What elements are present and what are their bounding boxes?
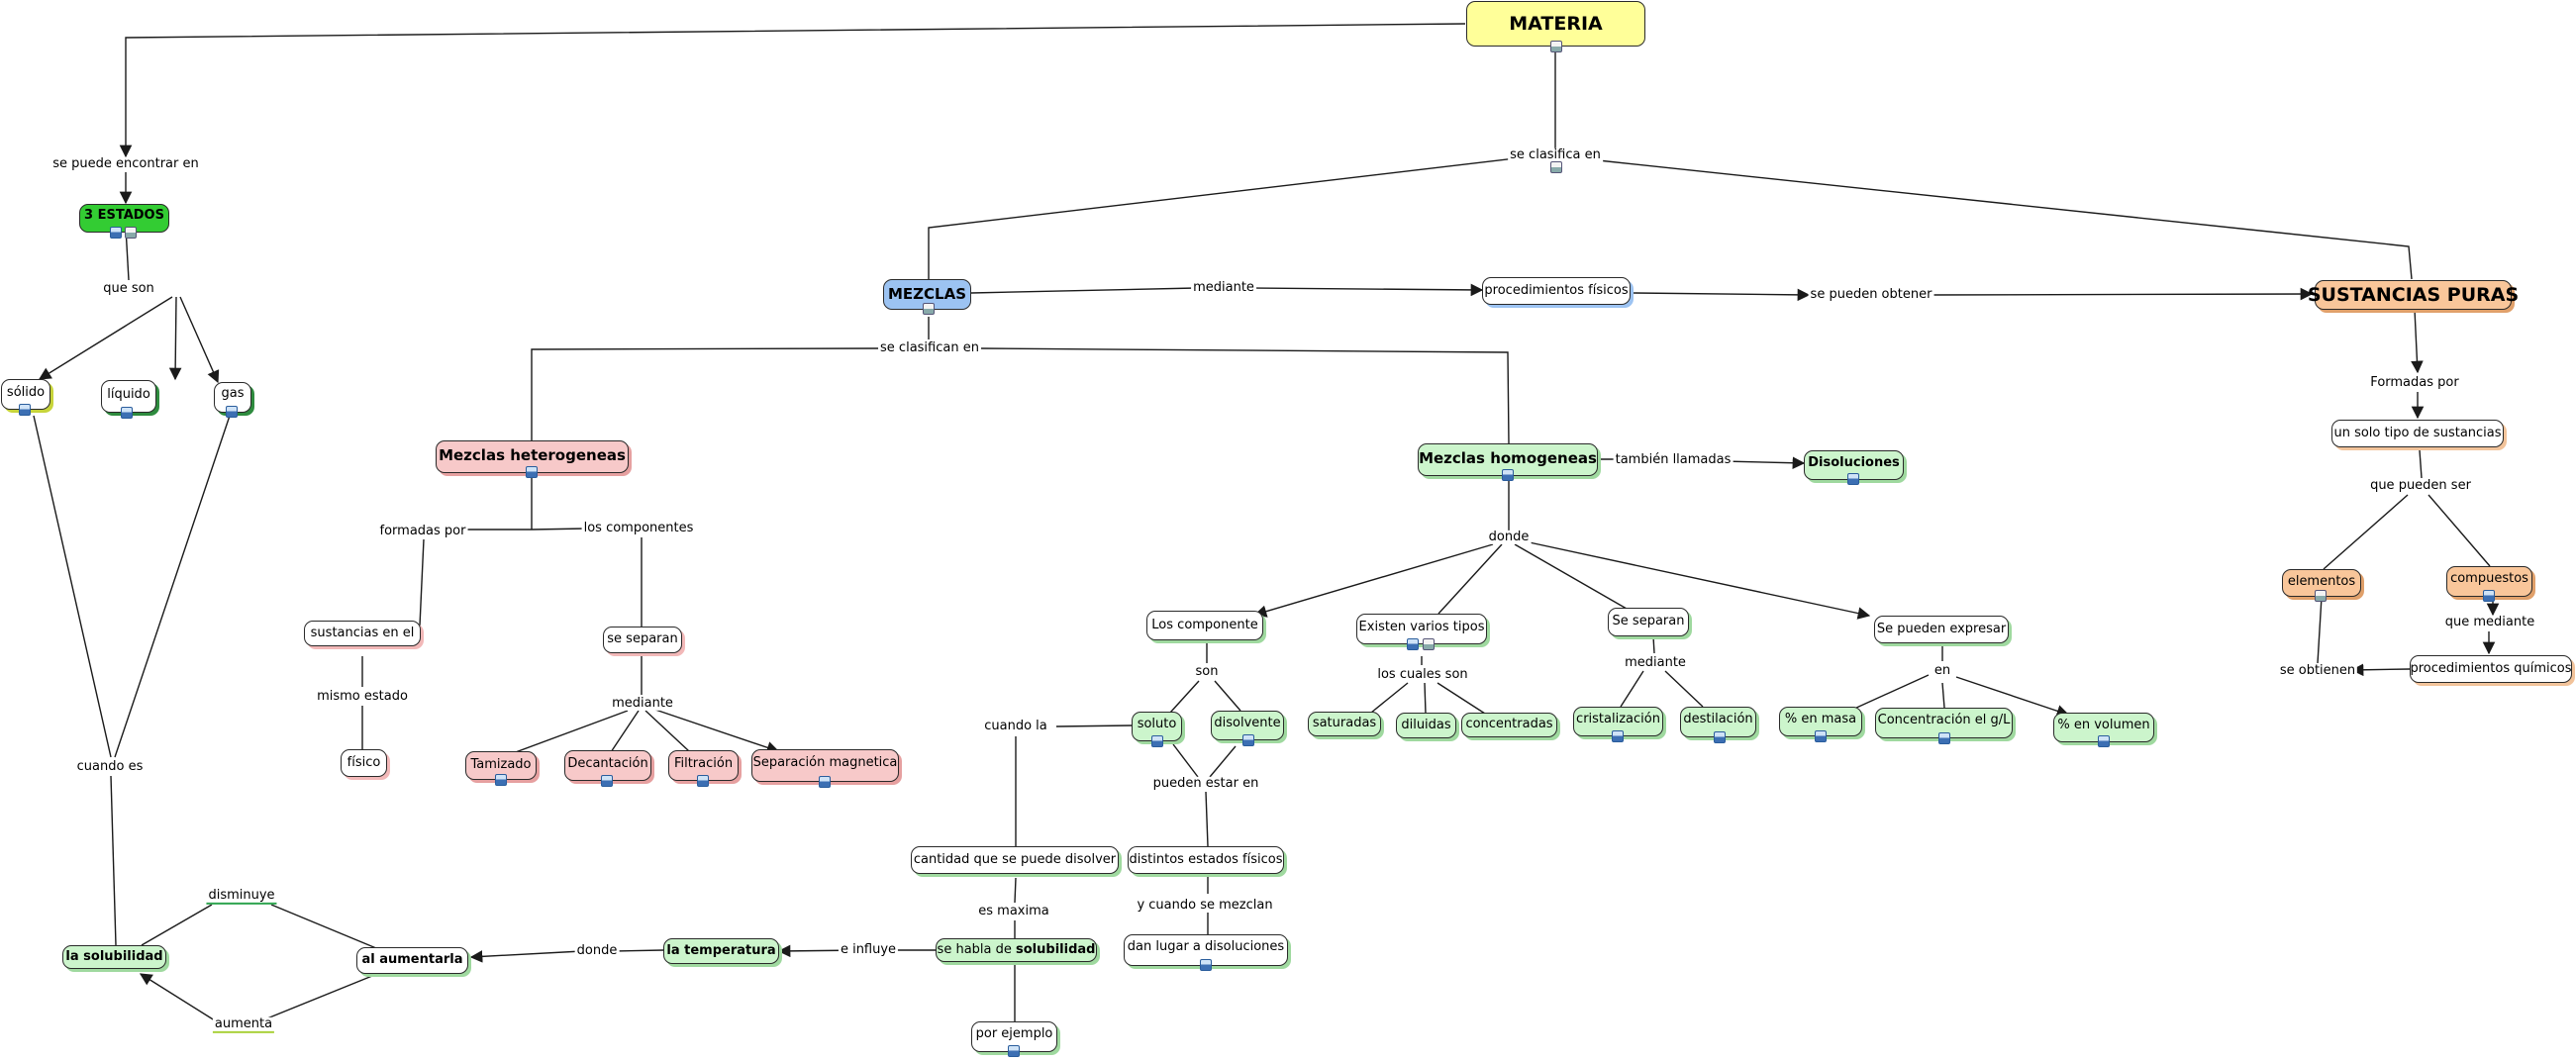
node-fisico[interactable]: físico [341, 749, 387, 777]
node-los-componente[interactable]: Los componente [1146, 611, 1263, 640]
separacion-image-icon[interactable] [819, 776, 831, 788]
node-mezclas-homogeneas[interactable]: Mezclas homogeneas [1418, 443, 1598, 476]
node-cristalizacion[interactable]: cristalización [1573, 707, 1663, 736]
phrase-disminuye: disminuye [206, 888, 277, 906]
node-al-aumentarla[interactable]: al aumentarla [356, 947, 468, 974]
phrase-mediante-hom: mediante [1623, 654, 1688, 671]
pct-volumen-image-icon[interactable] [2098, 735, 2110, 747]
node-materia[interactable]: MATERIA [1466, 1, 1645, 47]
phrase-en: en [1932, 662, 1953, 679]
node-se-pueden-expresar[interactable]: Se pueden expresar [1874, 616, 2009, 643]
phrase-donde-hom: donde [1486, 529, 1532, 545]
phrase-se-clasifica-en: se clasifica en [1508, 146, 1603, 163]
phrase-mediante-mezclas: mediante [1191, 279, 1256, 296]
phrase-es-maxima: es maxima [976, 903, 1051, 919]
phrase-los-cuales-son: los cuales son [1375, 666, 1470, 683]
phrase-cuando-la: cuando la [982, 718, 1049, 734]
concentracion-image-icon[interactable] [1938, 732, 1950, 744]
node-3-estados[interactable]: 3 ESTADOS [79, 204, 169, 233]
phrase-mediante-het: mediante [610, 695, 675, 712]
disolvente-image-icon[interactable] [1242, 734, 1254, 746]
node-cantidad-que-se-puede-disolver[interactable]: cantidad que se puede disolver [911, 846, 1119, 874]
node-existen-varios-tipos[interactable]: Existen varios tipos [1356, 614, 1487, 644]
node-la-solubilidad[interactable]: la solubilidad [62, 945, 166, 969]
node-un-solo-tipo[interactable]: un solo tipo de sustancias [2331, 420, 2504, 447]
link-materia-puede-encontrar [119, 23, 1466, 158]
heterogeneas-image-icon[interactable] [526, 466, 538, 478]
por-ejemplo-image-icon[interactable] [1008, 1045, 1020, 1057]
homogeneas-image-icon[interactable] [1502, 469, 1514, 481]
phrase-aumenta: aumenta [212, 1016, 275, 1034]
phrase-y-cuando-se-mezclan: y cuando se mezclan [1135, 897, 1275, 914]
node-se-habla-de-solubilidad[interactable]: se habla de solubilidad [936, 938, 1097, 962]
node-sustancias-puras[interactable]: SUSTANCIAS PURAS [2308, 280, 2519, 310]
decantacion-image-icon[interactable] [601, 775, 613, 787]
soluto-image-icon[interactable] [1151, 735, 1163, 747]
phrase-que-pueden-ser: que pueden ser [2368, 477, 2473, 494]
gas-image-icon[interactable] [226, 406, 238, 418]
liquido-image-icon[interactable] [121, 407, 133, 419]
cristalizacion-image-icon[interactable] [1612, 730, 1624, 742]
phrase-e-influye: e influye [838, 941, 899, 958]
node-elementos[interactable]: elementos [2282, 569, 2361, 597]
se-habla-de-label: se habla de [937, 941, 1017, 957]
node-distintos-estados-fisicos[interactable]: distintos estados físicos [1128, 846, 1284, 874]
phrase-se-obtienen: se obtienen [2277, 662, 2358, 679]
node-saturadas[interactable]: saturadas [1308, 712, 1381, 736]
elementos-doc-icon[interactable] [2315, 590, 2327, 602]
node-se-separan-hom[interactable]: Se separan [1608, 608, 1689, 636]
existen-image-icon[interactable] [1407, 638, 1419, 650]
estados-doc-icon[interactable] [125, 227, 137, 239]
node-se-separan-het[interactable]: se separan [603, 627, 682, 653]
phrase-pueden-estar-en: pueden estar en [1150, 775, 1261, 792]
phrase-tambien-llamadas: también llamadas [1613, 451, 1734, 468]
dan-lugar-image-icon[interactable] [1200, 959, 1212, 971]
tamizado-image-icon[interactable] [495, 774, 507, 786]
filtracion-image-icon[interactable] [697, 775, 709, 787]
node-concentradas[interactable]: concentradas [1461, 713, 1557, 737]
phrase-se-pueden-obtener: se pueden obtener [1808, 286, 1934, 303]
phrase-formadas-por-het: formadas por [377, 523, 468, 539]
solido-image-icon[interactable] [19, 404, 31, 416]
phrase-los-componentes: los componentes [581, 520, 696, 536]
existen-doc-icon[interactable] [1423, 638, 1435, 650]
compuestos-image-icon[interactable] [2483, 590, 2495, 602]
mezclas-doc-icon[interactable] [923, 303, 935, 315]
phrase-donde-temperatura: donde [574, 942, 620, 959]
disoluciones-image-icon[interactable] [1847, 473, 1859, 485]
phrase-que-son: que son [101, 280, 156, 297]
node-la-temperatura[interactable]: la temperatura [663, 938, 779, 964]
materia-resource-icon[interactable] [1550, 41, 1562, 52]
solubilidad-label: solubilidad [1016, 941, 1096, 957]
node-procedimientos-quimicos[interactable]: procedimientos químicos [2410, 655, 2572, 683]
phrase-son: son [1193, 663, 1221, 680]
phrase-que-mediante: que mediante [2442, 614, 2537, 630]
node-procedimientos-fisicos[interactable]: procedimientos físicos [1482, 277, 1631, 305]
phrase-mismo-estado: mismo estado [315, 688, 410, 705]
phrase-se-clasifican-en: se clasifican en [878, 339, 981, 356]
phrase-se-puede-encontrar-en: se puede encontrar en [50, 155, 201, 172]
se-clasifica-doc-icon[interactable] [1550, 161, 1562, 173]
phrase-cuando-es: cuando es [74, 758, 146, 775]
destilacion-image-icon[interactable] [1714, 731, 1726, 743]
node-disoluciones[interactable]: Disoluciones [1804, 450, 1904, 480]
node-sustancias-en-el[interactable]: sustancias en el [304, 621, 421, 646]
phrase-formadas-por-sp: Formadas por [2368, 374, 2461, 391]
estados-image-icon[interactable] [110, 227, 122, 239]
pct-masa-image-icon[interactable] [1815, 730, 1827, 742]
node-separacion-magnetica[interactable]: Separación magnetica [751, 749, 899, 782]
node-diluidas[interactable]: diluidas [1396, 713, 1456, 738]
